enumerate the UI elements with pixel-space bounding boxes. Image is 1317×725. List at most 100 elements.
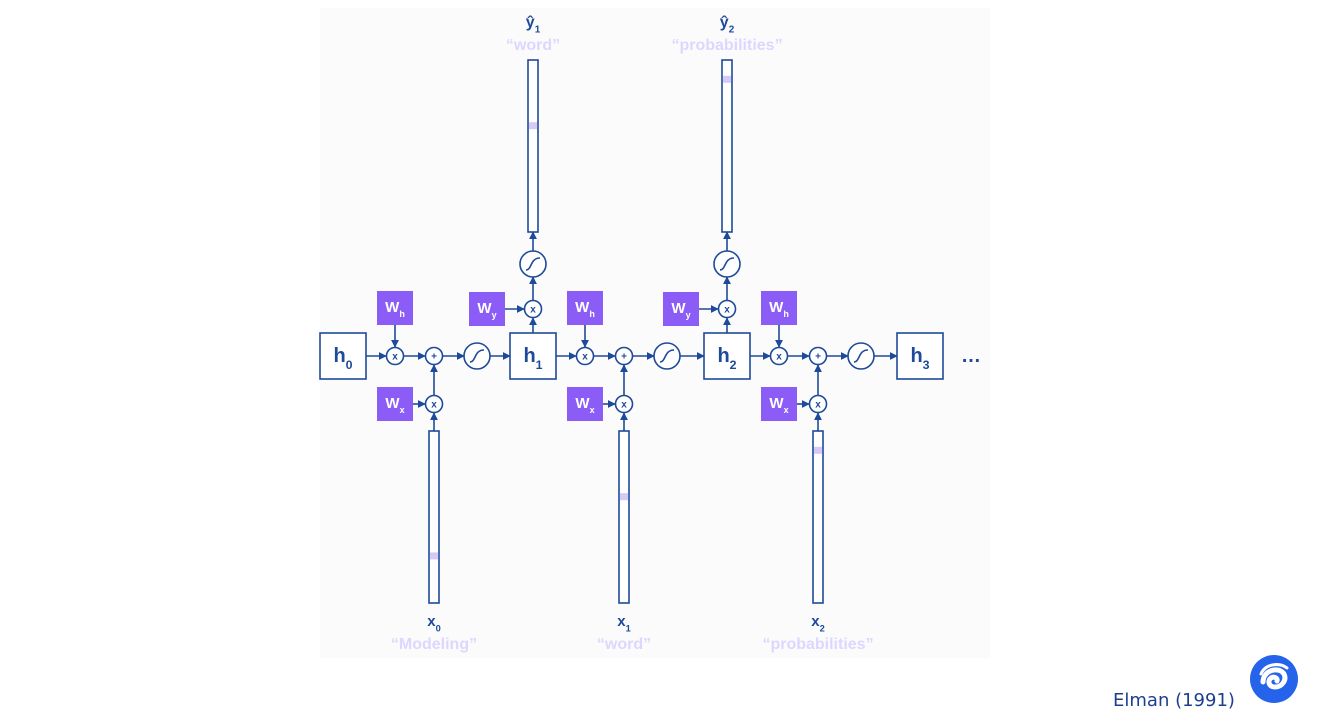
- input-label-2-base: x: [811, 613, 820, 630]
- weight-input-1-subscript: x: [590, 405, 595, 415]
- sigmoid-output-1-curve: [719, 257, 735, 271]
- output-vector-1-highlight: [723, 75, 731, 83]
- hidden-state-label-1: h1: [523, 345, 542, 372]
- multiply-input-1: [614, 394, 634, 414]
- hidden-state-label-3-subscript: 3: [923, 358, 930, 372]
- hidden-state-label-1-base: h: [523, 345, 535, 367]
- citation: Elman (1991): [1113, 690, 1235, 711]
- output-label-0: ŷ1: [526, 14, 541, 36]
- input-caption-2: “probabilities”: [762, 636, 873, 653]
- multiply-hidden-2: [769, 346, 789, 366]
- multiply-input-0-symbol: x: [431, 400, 437, 411]
- input-vector-1: [618, 430, 630, 604]
- multiply-input-0: [424, 394, 444, 414]
- sigmoid-hidden-2-curve: [853, 349, 869, 363]
- weight-hidden-0-subscript: h: [399, 309, 405, 319]
- weight-hidden-0-label: Wh: [385, 299, 405, 319]
- input-vector-2: [812, 430, 824, 604]
- output-caption-1: “probabilities”: [671, 37, 782, 54]
- weight-hidden-0: [377, 291, 413, 325]
- add-node-0-symbol: +: [431, 352, 437, 363]
- output-vector-1: [721, 59, 733, 233]
- input-label-0-base: x: [427, 613, 436, 630]
- hidden-state-label-3: h3: [910, 345, 929, 372]
- input-caption-1: “word”: [597, 636, 651, 653]
- weight-output-1-base: W: [671, 300, 686, 317]
- multiply-output-1-symbol: x: [724, 305, 730, 316]
- input-label-2: x2: [811, 613, 825, 633]
- multiply-output-0: [523, 299, 543, 319]
- multiply-output-1: [717, 299, 737, 319]
- hidden-state-label-2-subscript: 2: [730, 358, 737, 372]
- input-label-1-subscript: 1: [626, 623, 631, 633]
- input-label-1: x1: [617, 613, 631, 633]
- hidden-state-box-1: [509, 332, 557, 380]
- output-caption-0: “word”: [506, 37, 560, 54]
- weight-input-1-label: Wx: [575, 395, 594, 415]
- sigmoid-output-0: [519, 250, 547, 278]
- multiply-output-0-symbol: x: [530, 305, 536, 316]
- weight-hidden-2-label: Wh: [769, 299, 789, 319]
- input-label-0: x0: [427, 613, 441, 633]
- weight-hidden-1: [567, 291, 603, 325]
- input-vector-0-highlight: [430, 552, 438, 560]
- multiply-hidden-2-symbol: x: [776, 352, 782, 363]
- hidden-state-label-0-subscript: 0: [346, 358, 353, 372]
- weight-hidden-2-subscript: h: [783, 309, 789, 319]
- sigmoid-hidden-0-curve: [469, 349, 485, 363]
- output-vector-0-highlight: [529, 122, 537, 130]
- weight-input-0-base: W: [385, 395, 400, 412]
- weight-output-1-subscript: y: [686, 310, 691, 320]
- weight-hidden-2: [761, 291, 797, 325]
- weight-input-1-base: W: [575, 395, 590, 412]
- weight-input-0-label: Wx: [385, 395, 404, 415]
- hidden-state-label-0-base: h: [333, 345, 345, 367]
- hidden-state-box-0: [319, 332, 367, 380]
- weight-input-2: [761, 387, 797, 421]
- hidden-state-label-3-base: h: [910, 345, 922, 367]
- add-node-1: [614, 346, 634, 366]
- weight-input-2-label: Wx: [769, 395, 788, 415]
- add-node-2-symbol: +: [815, 352, 821, 363]
- multiply-hidden-0: [385, 346, 405, 366]
- sigmoid-hidden-1: [653, 342, 681, 370]
- weight-hidden-1-base: W: [575, 299, 590, 316]
- diagram-background: [320, 8, 990, 658]
- multiply-hidden-1: [575, 346, 595, 366]
- weight-input-1: [567, 387, 603, 421]
- input-vector-1-highlight: [620, 493, 628, 501]
- weight-output-0-label: Wy: [477, 300, 496, 320]
- hidden-state-label-2-base: h: [717, 345, 729, 367]
- sigmoid-hidden-0: [463, 342, 491, 370]
- weight-output-0-base: W: [477, 300, 492, 317]
- hidden-state-box-2: [703, 332, 751, 380]
- multiply-input-2-symbol: x: [815, 400, 821, 411]
- multiply-input-2: [808, 394, 828, 414]
- weight-hidden-0-base: W: [385, 299, 400, 316]
- output-label-0-base: ŷ: [526, 14, 535, 31]
- weight-input-2-subscript: x: [784, 405, 789, 415]
- add-node-0: [424, 346, 444, 366]
- input-vector-2-highlight: [814, 446, 822, 454]
- sigmoid-output-0-curve: [525, 257, 541, 271]
- multiply-input-1-symbol: x: [621, 400, 627, 411]
- add-node-1-symbol: +: [621, 352, 627, 363]
- add-node-2: [808, 346, 828, 366]
- continuation-ellipsis: …: [961, 345, 981, 367]
- output-label-1-base: ŷ: [720, 14, 729, 31]
- weight-input-0-subscript: x: [400, 405, 405, 415]
- sigmoid-hidden-1-curve: [659, 349, 675, 363]
- weight-hidden-2-base: W: [769, 299, 784, 316]
- input-label-2-subscript: 2: [820, 623, 825, 633]
- weight-hidden-1-subscript: h: [589, 309, 595, 319]
- input-vector-0: [428, 430, 440, 604]
- sigmoid-output-1: [713, 250, 741, 278]
- hidden-state-box-3: [896, 332, 944, 380]
- hidden-state-label-1-subscript: 1: [536, 358, 543, 372]
- output-label-0-subscript: 1: [535, 25, 541, 36]
- input-label-1-base: x: [617, 613, 626, 630]
- weight-hidden-1-label: Wh: [575, 299, 595, 319]
- weight-input-2-base: W: [769, 395, 784, 412]
- weight-input-0: [377, 387, 413, 421]
